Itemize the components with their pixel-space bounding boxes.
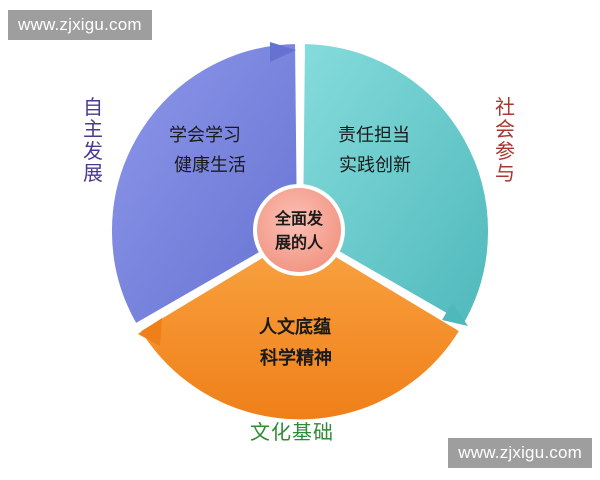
watermark-top: www.zjxigu.com — [8, 10, 152, 40]
label-cultural-foundation: 文化基础 — [250, 420, 334, 444]
right-segment-line2: 实践创新 — [339, 155, 411, 176]
watermark-bottom: www.zjxigu.com — [448, 438, 592, 468]
center-circle — [253, 184, 345, 276]
right-segment-line1: 责任担当 — [338, 125, 410, 146]
bottom-segment-line2: 科学精神 — [260, 347, 332, 369]
left-segment-line2: 健康生活 — [174, 155, 246, 176]
label-self-development: 自主发展 — [83, 95, 103, 185]
label-social-participation: 社会参与 — [495, 95, 515, 185]
sector-self-development — [105, 38, 303, 330]
bottom-segment-line1: 人文底蕴 — [259, 316, 331, 338]
sector-cultural-foundation — [134, 229, 466, 426]
arrowhead-left-icon — [138, 318, 162, 346]
left-segment-line1: 学会学习 — [169, 125, 241, 146]
center-line2: 展的人 — [275, 233, 324, 252]
arrowhead-down-icon — [442, 303, 468, 326]
arrowhead-right-icon — [270, 42, 296, 62]
sector-social-participation — [297, 38, 495, 330]
center-line1: 全面发 — [274, 209, 324, 228]
